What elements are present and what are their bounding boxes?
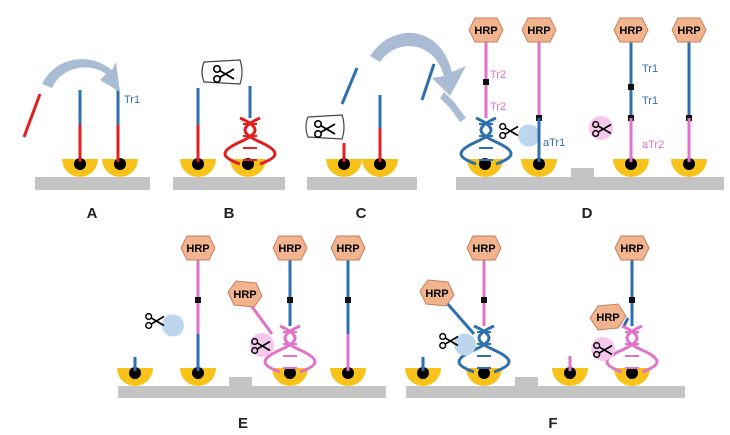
panel-label-c: C: [356, 205, 367, 222]
junction-marker: [481, 297, 487, 303]
down-arrow-icon: [440, 92, 466, 122]
hrp-hexagon-icon: [614, 235, 650, 261]
pink-duplex-helix: [605, 324, 659, 374]
tr1-strand: [622, 317, 630, 327]
hrp-hexagon-icon: [227, 280, 263, 308]
surface-e: [118, 377, 386, 398]
enzyme-icon: [589, 116, 613, 140]
junction-marker: [629, 297, 635, 303]
atr1-label: aTr1: [543, 137, 565, 149]
surface-b: [173, 177, 285, 190]
released-tr1-strand: [340, 67, 359, 105]
hrp-label: HRP: [619, 25, 642, 37]
tr2-strand: [248, 303, 274, 335]
hrp-hexagon-icon: [468, 17, 504, 43]
scissors-icon: [144, 312, 165, 330]
hrp-hexagon-icon: [466, 235, 502, 261]
hrp-hexagon-icon: [589, 303, 627, 331]
surface-d: [456, 168, 724, 190]
hrp-label: HRP: [474, 25, 497, 37]
curved-arrow-icon: [370, 32, 466, 96]
atr2-label: aTr2: [642, 139, 664, 151]
junction-marker: [628, 84, 634, 90]
panel-d: Tr2 Tr2 HRP aTr1 HRP Tr1 Tr1 aTr2 HRP HR…: [440, 17, 724, 222]
enzyme-icon: [498, 122, 540, 147]
hrp-label: HRP: [620, 243, 643, 255]
panel-c: C: [305, 32, 466, 222]
enzyme-box-icon: [201, 59, 243, 85]
surface-c: [307, 177, 417, 190]
hrp-hexagon-icon: [272, 235, 308, 261]
hrp-hexagon-icon: [521, 17, 557, 43]
panel-label-e: E: [238, 415, 248, 432]
panel-a: Tr1 A: [22, 59, 150, 222]
enzyme-icon: [438, 332, 476, 356]
scissors-icon: [498, 122, 519, 140]
panel-label-a: A: [87, 205, 98, 222]
panel-e: HRP HRP HRP HRP E: [117, 235, 386, 432]
bead-icon: [102, 158, 138, 177]
hrp-label: HRP: [425, 288, 448, 300]
hrp-hexagon-icon: [419, 279, 455, 307]
hrp-hexagon-icon: [180, 235, 216, 261]
panel-label-d: D: [582, 205, 593, 222]
pink-duplex-helix: [263, 324, 317, 374]
hrp-label: HRP: [527, 25, 550, 37]
released-tr1-strand: [420, 63, 436, 101]
blue-duplex-helix: [459, 116, 513, 166]
junction-marker: [287, 297, 293, 303]
tr2-label: Tr2: [490, 69, 506, 81]
free-target-strand: [22, 93, 42, 138]
panel-f: HRP HRP HRP: [405, 235, 685, 432]
red-duplex-helix: [223, 116, 277, 166]
hrp-label: HRP: [472, 243, 495, 255]
hrp-label: HRP: [233, 289, 256, 301]
hrp-hexagon-icon: [671, 17, 707, 43]
hrp-label: HRP: [336, 243, 359, 255]
enzyme-box-icon: [305, 114, 345, 140]
hrp-hexagon-icon: [330, 235, 366, 261]
junction-marker: [345, 297, 351, 303]
hrp-label: HRP: [278, 243, 301, 255]
junction-marker: [483, 79, 489, 85]
hrp-label: HRP: [596, 312, 619, 324]
panel-b: B: [173, 59, 285, 222]
enzyme-icon: [591, 337, 615, 361]
surface-f: [406, 377, 685, 398]
enzyme-icon: [144, 312, 184, 337]
enzyme-icon: [250, 333, 274, 357]
surface-a: [35, 177, 150, 190]
tr1-label: Tr1: [124, 94, 140, 106]
junction-marker: [195, 297, 201, 303]
panel-label-f: F: [548, 415, 557, 432]
tr1-strand: [444, 301, 476, 335]
tr1-label: Tr1: [642, 63, 658, 75]
panel-label-b: B: [224, 205, 235, 222]
tr2-label: Tr2: [490, 101, 506, 113]
tr1-label: Tr1: [642, 95, 658, 107]
hrp-label: HRP: [186, 243, 209, 255]
curved-arrow-icon: [42, 59, 120, 92]
hrp-label: HRP: [677, 25, 700, 37]
hrp-hexagon-icon: [613, 17, 649, 43]
